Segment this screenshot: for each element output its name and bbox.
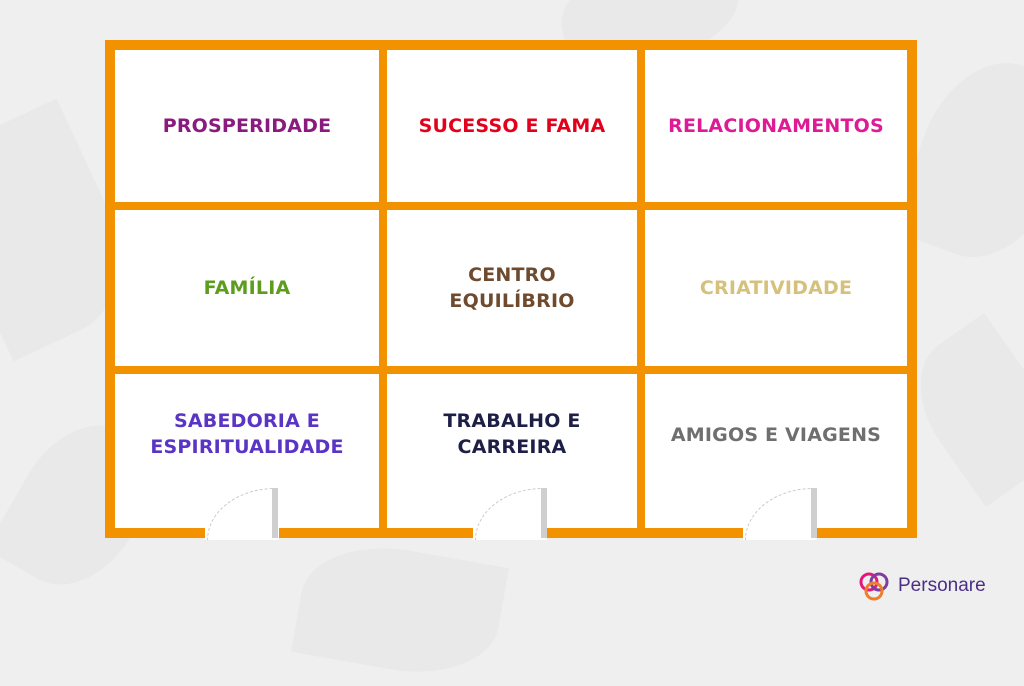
- area-creativity: CRIATIVIDADE: [645, 210, 907, 366]
- area-label: PROSPERIDADE: [162, 115, 332, 137]
- personare-logo-icon: [859, 572, 889, 601]
- bagua-grid: PROSPERIDADE SUCESSO E FAMA RELACIONAMEN…: [105, 40, 917, 540]
- area-prosperity: PROSPERIDADE: [115, 50, 379, 202]
- area-family: FAMÍLIA: [115, 210, 379, 366]
- door-leaf: [541, 488, 547, 538]
- area-label: FAMÍLIA: [203, 277, 291, 299]
- personare-logo: Personare: [856, 568, 986, 604]
- area-label: AMIGOS E VIAGENS: [670, 424, 882, 446]
- background-leaf: [291, 533, 509, 686]
- area-relationships: RELACIONAMENTOS: [645, 50, 907, 202]
- area-label: RELACIONAMENTOS: [668, 115, 884, 137]
- door-leaf: [811, 488, 817, 538]
- area-success-fame: SUCESSO E FAMA: [387, 50, 637, 202]
- door-leaf: [272, 488, 278, 538]
- brand-name: Personare: [898, 575, 986, 596]
- area-label: CRIATIVIDADE: [699, 277, 853, 299]
- area-label: SUCESSO E FAMA: [418, 115, 606, 137]
